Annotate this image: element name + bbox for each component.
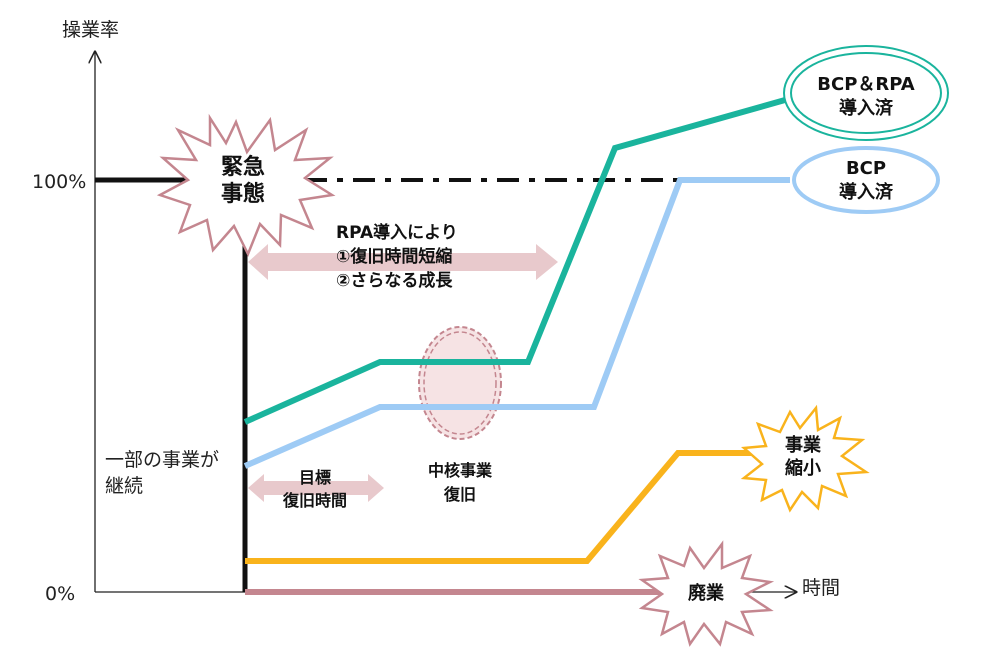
emergency-burst-shape <box>156 113 336 258</box>
partial-note-2: 継続 <box>105 475 143 497</box>
partial-note-1: 一部の事業が <box>105 449 219 471</box>
target-recovery-arrow <box>248 474 384 502</box>
y-axis-title: 操業率 <box>62 19 119 41</box>
emergency-text-1: 緊急 <box>221 154 265 180</box>
shrink-text-2: 縮小 <box>785 457 821 479</box>
closure-text: 廃業 <box>688 582 725 604</box>
bcp-ellipse <box>792 146 940 214</box>
bcp-text-2: 導入済 <box>839 181 894 203</box>
closure-burst-shape <box>638 540 775 647</box>
y-tick-100: 100% <box>32 171 86 193</box>
bcp-rpa-curve <box>243 97 786 425</box>
emergency-text-2: 事態 <box>221 181 265 207</box>
core-note-2: 復旧 <box>443 485 476 504</box>
bcp-curve <box>243 177 790 469</box>
bcp-rpa-ellipse-outer <box>783 45 949 141</box>
y-tick-0: 0% <box>45 583 75 605</box>
core-recovery-ellipse <box>418 326 502 440</box>
rpa-note-2: ①復旧時間短縮 <box>336 246 452 267</box>
bcp-rpa-text-1: BCP＆RPA <box>817 74 915 95</box>
core-note-1: 中核事業 <box>428 461 493 480</box>
shrink-burst-shape <box>740 404 870 513</box>
bcp-rpa-text-2: 導入済 <box>839 97 894 119</box>
x-axis-title: 時間 <box>802 577 840 599</box>
core-recovery-ellipse-inner <box>423 331 497 435</box>
rpa-note-3: ②さらなる成長 <box>336 270 453 291</box>
shrink-curve <box>245 450 778 564</box>
bcp-rpa-ellipse-inner <box>790 52 942 134</box>
rpa-note-1: RPA導入により <box>336 222 458 243</box>
target-note-2: 復旧時間 <box>282 491 347 510</box>
shrink-text-1: 事業 <box>785 434 822 456</box>
target-note-1: 目標 <box>299 468 331 487</box>
rpa-arrow <box>248 244 558 280</box>
bcp-text-1: BCP <box>846 158 886 179</box>
